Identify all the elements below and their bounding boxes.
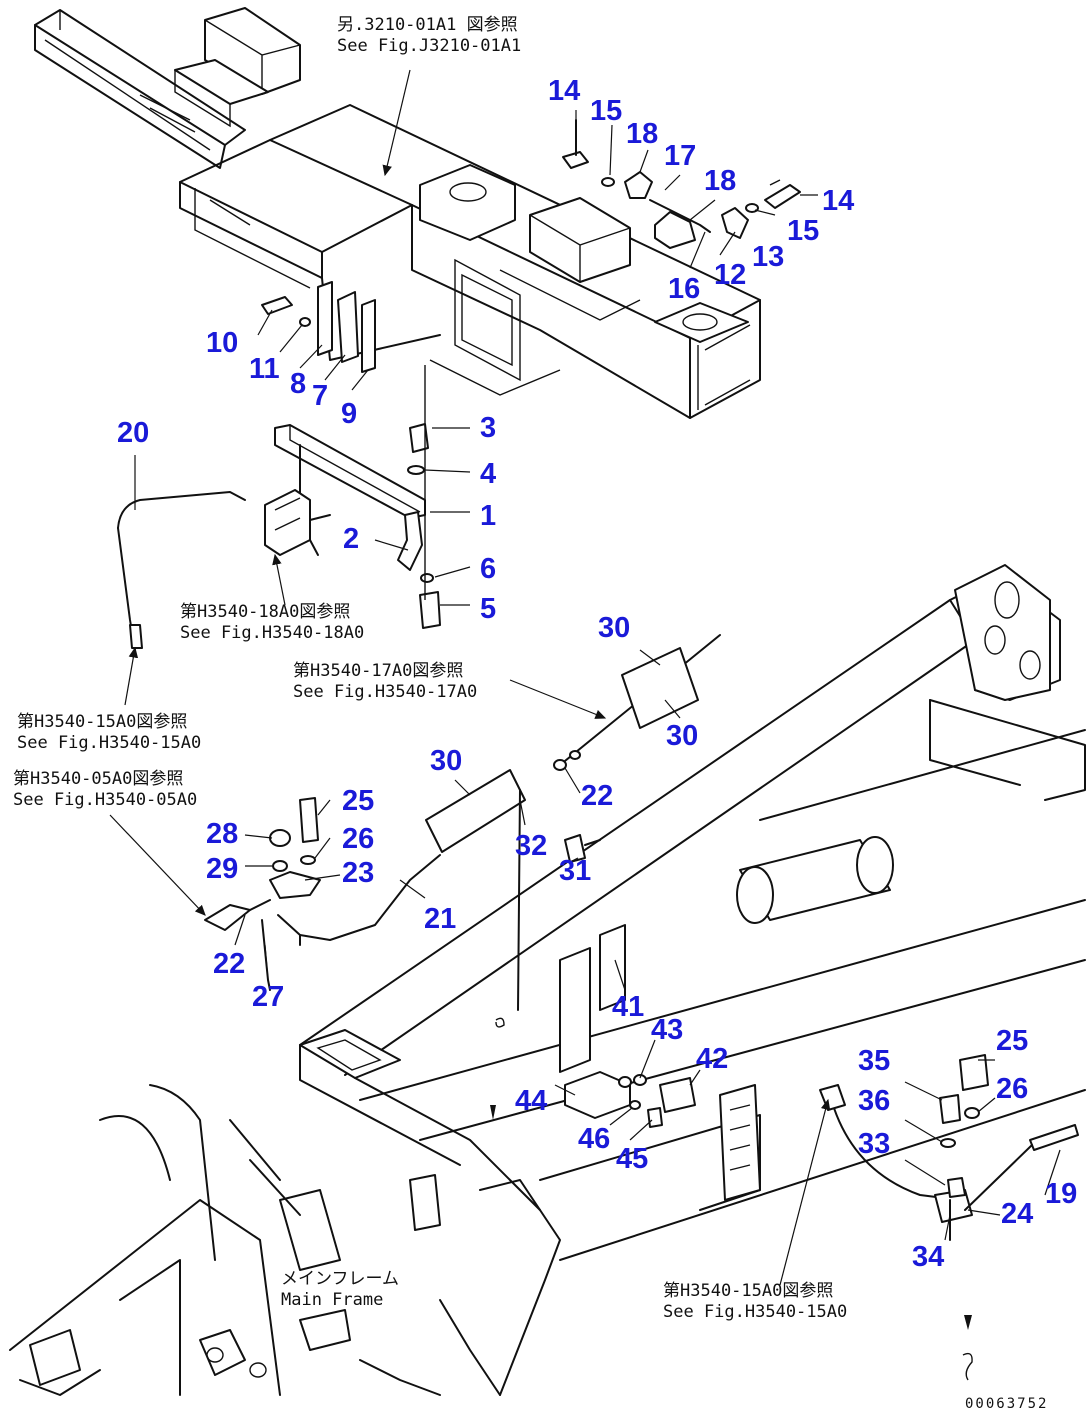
figure-reference-line: 第H3540-15A0図参照 — [663, 1281, 833, 1301]
part-number-19: 19 — [1045, 1178, 1077, 1210]
part-number-43: 43 — [651, 1014, 683, 1046]
part-number-15: 15 — [590, 95, 622, 127]
part-number-21: 21 — [424, 903, 456, 935]
part-number-34: 34 — [912, 1241, 944, 1273]
part-number-32: 32 — [515, 830, 547, 862]
part-number-12: 12 — [714, 259, 746, 291]
part-number-30: 30 — [598, 612, 630, 644]
part-number-26: 26 — [996, 1073, 1028, 1105]
figure-reference-line: See Fig.H3540-15A0 — [17, 733, 201, 753]
figure-reference-line: 另.3210-01A1 図参照 — [337, 15, 518, 35]
part-number-33: 33 — [858, 1128, 890, 1160]
part-number-8: 8 — [290, 368, 306, 400]
part-number-28: 28 — [206, 818, 238, 850]
part-number-5: 5 — [480, 593, 496, 625]
hose-lines — [204, 634, 1079, 1241]
part-number-25: 25 — [342, 785, 374, 817]
figure-reference-line: See Fig.H3540-17A0 — [293, 682, 477, 702]
part-number-1: 1 — [480, 500, 496, 532]
part-number-18: 18 — [626, 118, 658, 150]
figure-reference-line: 第H3540-05A0図参照 — [13, 769, 183, 789]
part-number-44: 44 — [515, 1085, 547, 1117]
part-number-26: 26 — [342, 823, 374, 855]
part-number-10: 10 — [206, 327, 238, 359]
part-number-30: 30 — [666, 720, 698, 752]
rear-frame-assembly — [34, 7, 761, 419]
part-number-17: 17 — [664, 140, 696, 172]
part-number-7: 7 — [312, 380, 328, 412]
part-number-2: 2 — [343, 523, 359, 555]
part-number-41: 41 — [612, 991, 644, 1023]
part-number-45: 45 — [616, 1143, 648, 1175]
part-number-23: 23 — [342, 857, 374, 889]
part-number-22: 22 — [213, 948, 245, 980]
part-number-42: 42 — [696, 1043, 728, 1075]
reference-arrows — [109, 69, 973, 1381]
part-number-15: 15 — [787, 215, 819, 247]
figure-reference-line: メインフレーム — [281, 1269, 399, 1289]
left-hose-assembly — [117, 489, 331, 651]
part-number-4: 4 — [480, 458, 496, 490]
part-number-18: 18 — [704, 165, 736, 197]
part-number-22: 22 — [581, 780, 613, 812]
figure-reference-line: See Fig.H3540-18A0 — [180, 623, 364, 643]
figure-reference-line: See Fig.J3210-01A1 — [337, 36, 521, 56]
figure-reference-line: 第H3540-15A0図参照 — [17, 712, 187, 732]
part-number-11: 11 — [249, 353, 280, 385]
drawing-code: 00063752 — [965, 1396, 1048, 1412]
part-number-16: 16 — [668, 273, 700, 305]
leader-lines — [134, 110, 1061, 1241]
part-number-14: 14 — [548, 75, 580, 107]
part-number-9: 9 — [341, 398, 357, 430]
part-number-14: 14 — [822, 185, 854, 217]
part-number-24: 24 — [1001, 1198, 1033, 1230]
part-number-36: 36 — [858, 1085, 890, 1117]
part-number-46: 46 — [578, 1123, 610, 1155]
top-hardware — [261, 119, 801, 373]
part-number-20: 20 — [117, 417, 149, 449]
figure-reference-line: See Fig.H3540-05A0 — [13, 790, 197, 810]
part-number-3: 3 — [480, 412, 496, 444]
part-number-25: 25 — [996, 1025, 1028, 1057]
part-number-29: 29 — [206, 853, 238, 885]
figure-reference-line: 第H3540-17A0図参照 — [293, 661, 463, 681]
part-number-31: 31 — [559, 855, 591, 887]
part-number-30: 30 — [430, 745, 462, 777]
part-number-13: 13 — [752, 241, 784, 273]
part-number-6: 6 — [480, 553, 496, 585]
figure-reference-line: See Fig.H3540-15A0 — [663, 1302, 847, 1322]
figure-reference-line: 第H3540-18A0図参照 — [180, 602, 350, 622]
center-bracket — [274, 365, 441, 629]
figure-reference-line: Main Frame — [281, 1290, 383, 1310]
main-frame — [9, 564, 1086, 1396]
part-number-27: 27 — [252, 981, 284, 1013]
part-number-35: 35 — [858, 1045, 890, 1077]
